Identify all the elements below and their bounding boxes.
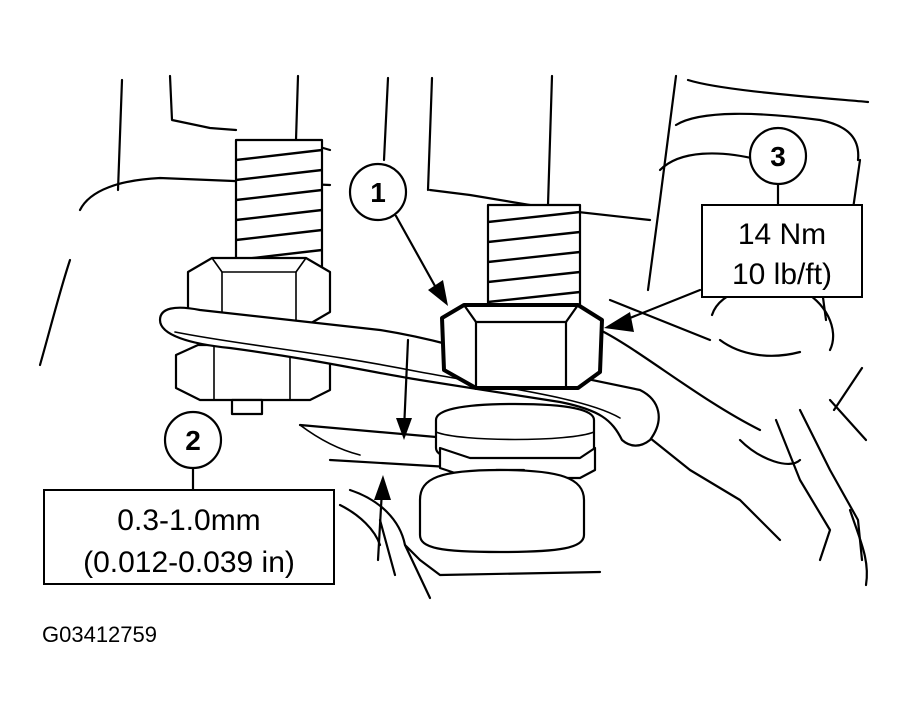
- gap-spec-box: [43, 489, 335, 585]
- housing-outline: [38, 74, 870, 587]
- callout-2-number: 2: [185, 425, 201, 456]
- gap-spec-line2: (0.012-0.039 in): [83, 546, 295, 579]
- torque-spec-box: [701, 204, 863, 298]
- right-bolt: [418, 203, 604, 554]
- callout-2: 2 0.3-1.0mm (0.012-0.039 in): [43, 410, 335, 585]
- callout-3: 3 14 Nm 10 lb/ft): [604, 126, 863, 332]
- figure-id: G03412759: [42, 622, 157, 647]
- torque-spec-line2: 10 lb/ft): [732, 258, 832, 291]
- callout-3-number: 3: [770, 141, 786, 172]
- callout-1-number: 1: [370, 177, 386, 208]
- left-bolt: [174, 138, 332, 416]
- callout-1: 1: [348, 162, 448, 306]
- torque-spec-line1: 14 Nm: [738, 218, 826, 251]
- gap-spec-line1: 0.3-1.0mm: [117, 504, 260, 537]
- gap-arrows: [374, 338, 412, 562]
